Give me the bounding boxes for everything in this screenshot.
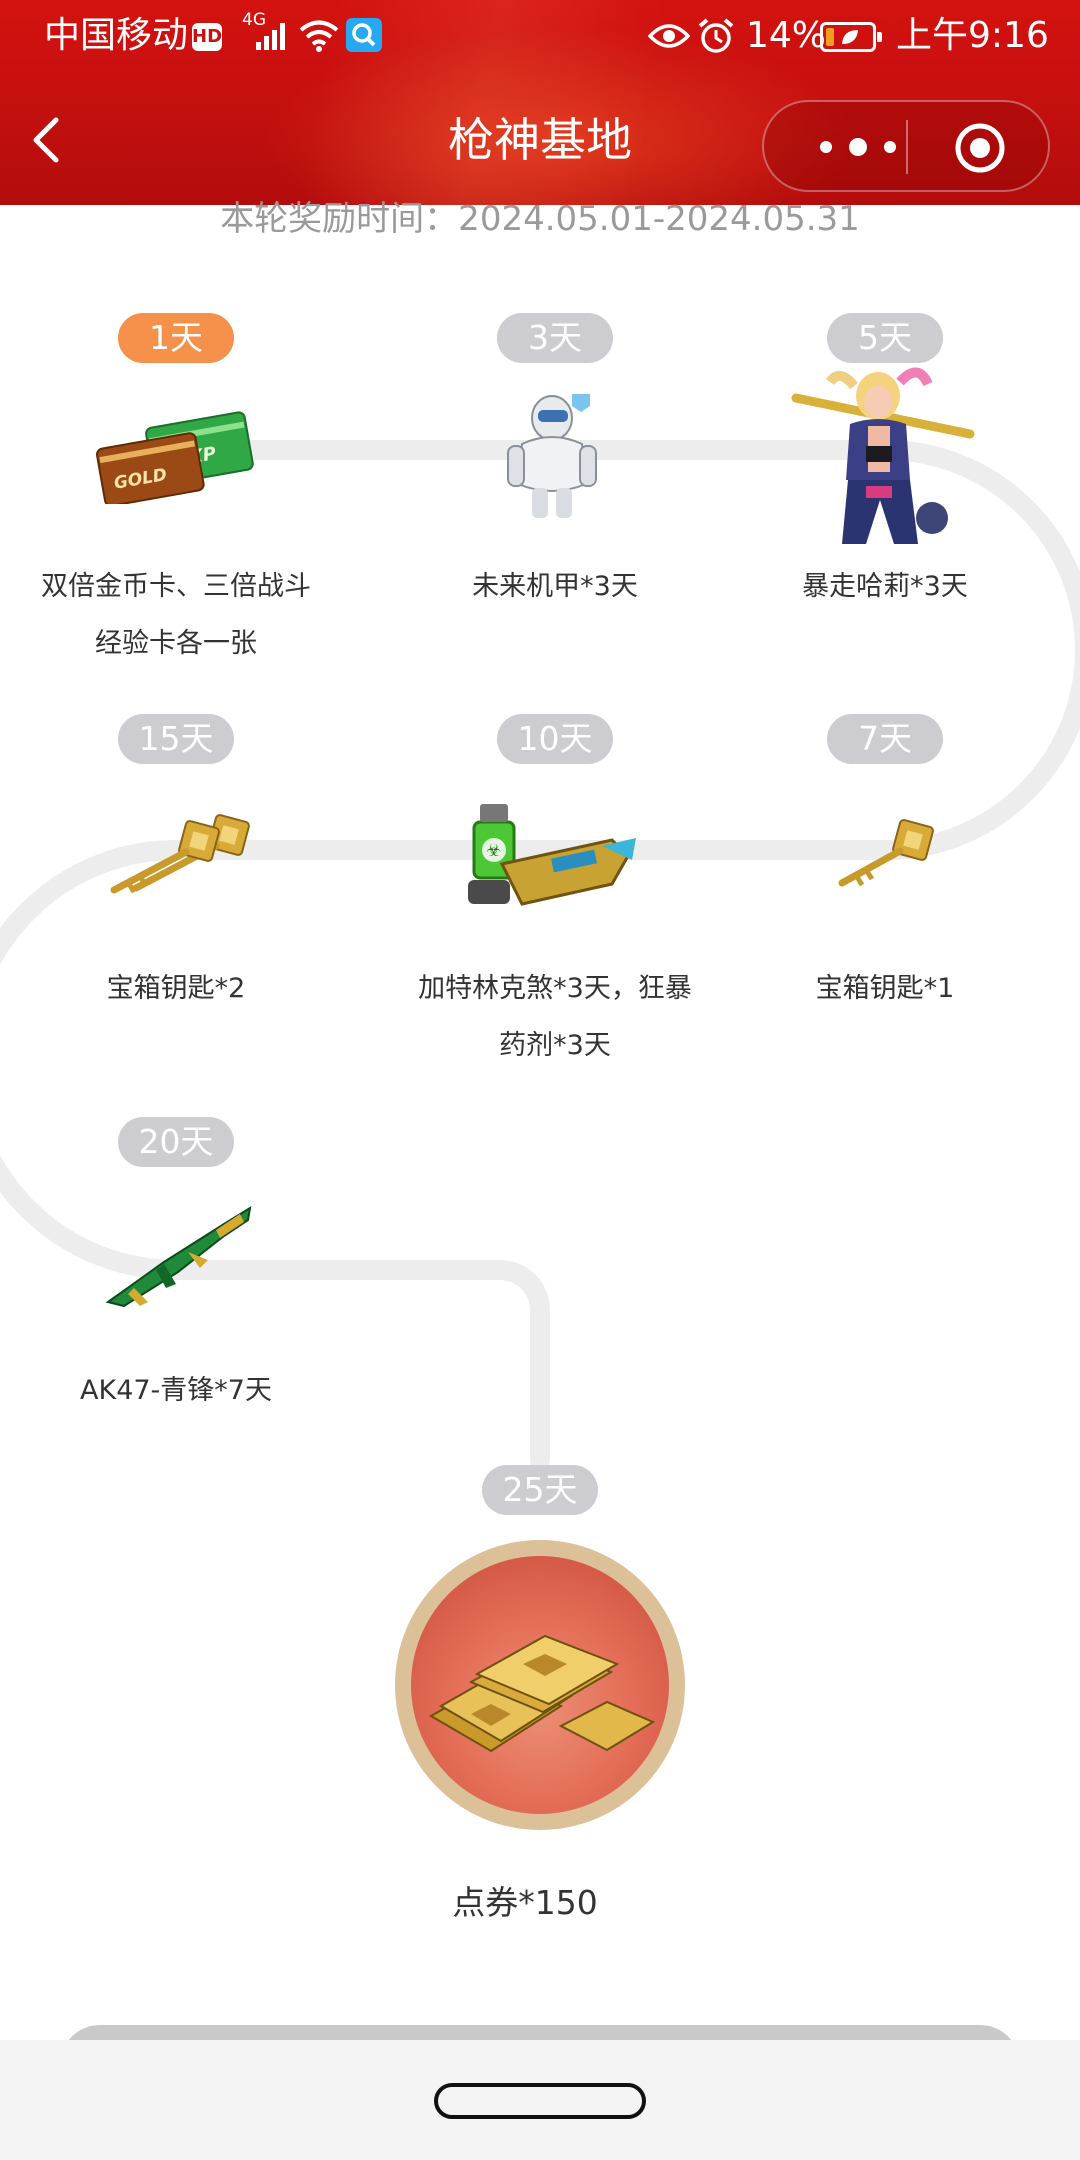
battery-percent: 14% bbox=[746, 15, 827, 56]
gold-coupons-icon bbox=[429, 1634, 656, 1753]
capsule-divider bbox=[906, 120, 908, 174]
final-reward-circle bbox=[395, 1540, 685, 1830]
eye-icon bbox=[648, 24, 690, 48]
signal-icon bbox=[256, 23, 285, 50]
ak47-icon bbox=[105, 1205, 252, 1308]
day-badge-15: 15天 bbox=[118, 714, 234, 764]
day-badge-10: 10天 bbox=[497, 714, 613, 764]
wifi-icon bbox=[299, 20, 339, 52]
day-badge-7: 7天 bbox=[827, 714, 943, 764]
page-title: 枪神基地 bbox=[448, 113, 632, 167]
day-badge-5: 5天 bbox=[827, 313, 943, 363]
reward-label-7: 宝箱钥匙*1 bbox=[815, 973, 955, 1004]
gatling-gun-icon: ☣ bbox=[468, 804, 636, 906]
gold-exp-card-icon: EXP GOLD bbox=[95, 411, 254, 504]
final-reward-label: 点券*150 bbox=[452, 1883, 598, 1922]
reward-period: 本轮奖励时间：2024.05.01-2024.05.31 bbox=[220, 199, 860, 239]
harley-character-icon bbox=[791, 367, 975, 544]
key-icon bbox=[838, 819, 934, 887]
reward-label-10: 加特林克煞*3天，狂暴药剂*3天 bbox=[418, 973, 692, 1061]
day-badge-20: 20天 bbox=[118, 1117, 234, 1167]
progress-track bbox=[0, 440, 1080, 1470]
reward-label-3: 未来机甲*3天 bbox=[472, 571, 638, 602]
day-badge-1: 1天 bbox=[118, 313, 234, 363]
svg-text:☣: ☣ bbox=[486, 841, 501, 861]
home-indicator[interactable] bbox=[434, 2083, 646, 2119]
alarm-icon bbox=[698, 18, 734, 53]
more-dots-icon[interactable] bbox=[808, 132, 908, 162]
target-icon[interactable] bbox=[954, 122, 1006, 174]
reward-label-20: AK47-青锋*7天 bbox=[80, 1375, 272, 1406]
reward-label-1: 双倍金币卡、三倍战斗经验卡各一张 bbox=[41, 571, 311, 659]
future-mecha-icon bbox=[507, 394, 597, 518]
day-badge-3: 3天 bbox=[497, 313, 613, 363]
system-nav-bar bbox=[0, 2040, 1080, 2160]
carrier-text: 中国移动 bbox=[44, 15, 189, 56]
back-arrow-icon[interactable] bbox=[22, 110, 72, 170]
battery-icon bbox=[820, 22, 882, 52]
day-badge-25: 25天 bbox=[482, 1465, 598, 1515]
reward-label-15: 宝箱钥匙*2 bbox=[106, 973, 246, 1004]
reward-label-5: 暴走哈莉*3天 bbox=[802, 571, 968, 602]
search-app-icon bbox=[346, 18, 382, 52]
network-type: 4G bbox=[242, 10, 266, 30]
hd-badge: HD bbox=[192, 23, 222, 51]
mini-program-capsule bbox=[762, 100, 1050, 192]
keys-icon bbox=[110, 814, 250, 894]
clock: 上午9:16 bbox=[896, 15, 1049, 56]
app-header bbox=[0, 0, 1080, 205]
